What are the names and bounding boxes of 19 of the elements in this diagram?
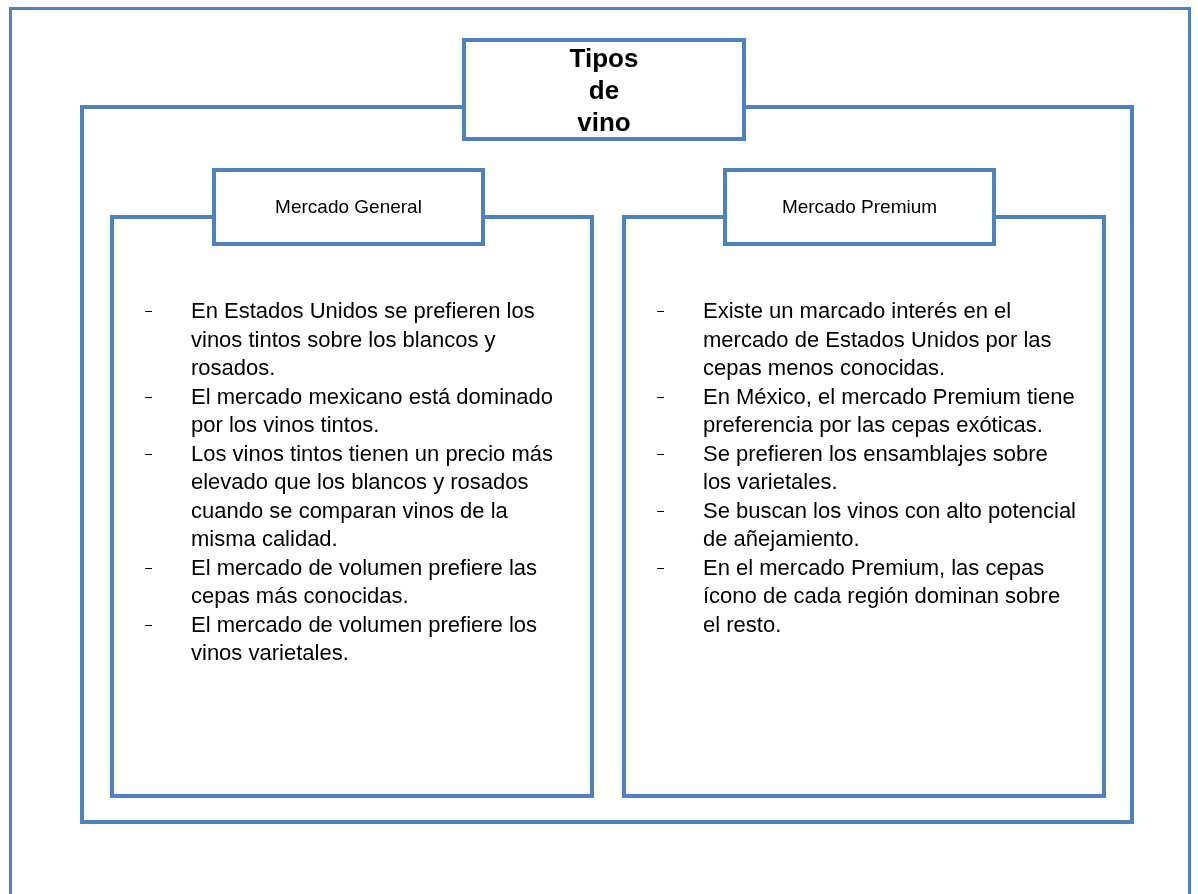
empty-box bbox=[80, 105, 1134, 824]
header-text: Mercado Premium bbox=[781, 196, 938, 218]
list-box bbox=[110, 215, 594, 798]
bullet-text: Se prefieren los ensamblajes sobre los varietales. bbox=[703, 440, 1048, 494]
bullet-text: En Estados Unidos se prefieren los vinos tintos sobre los blancos y rosados. bbox=[191, 298, 535, 380]
title-text: Tipos de vino bbox=[568, 41, 640, 138]
header-box bbox=[212, 168, 485, 246]
title-box bbox=[462, 38, 746, 141]
bullet-text: El mercado de volumen prefiere los vinos varietales. bbox=[191, 611, 538, 665]
bullet-text: El mercado de volumen prefiere las cepas más conocidas. bbox=[191, 554, 538, 608]
bullet-text: En el mercado Premium, las cepas ícono de cada región dominan sobre el resto. bbox=[703, 554, 1061, 637]
bullet-text: En México, el mercado Premium tiene preferencia por las cepas exóticas. bbox=[703, 383, 1075, 437]
header-text: Mercado General bbox=[275, 196, 422, 218]
bullet-text: El mercado mexicano está dominado por los vinos tintos. bbox=[191, 383, 553, 437]
bullet-text: Los vinos tintos tienen un precio más elevado que los blancos y rosados cuando se comparan vinos de la misma calidad. bbox=[191, 440, 553, 551]
header-box bbox=[723, 168, 996, 246]
bullet-text: Se buscan los vinos con alto potencial de añejamiento. bbox=[703, 497, 1076, 551]
bullet-text: Existe un marcado interés en el mercado de Estados Unidos por las cepas menos conocidas. bbox=[703, 298, 1052, 380]
list-box bbox=[622, 215, 1106, 798]
